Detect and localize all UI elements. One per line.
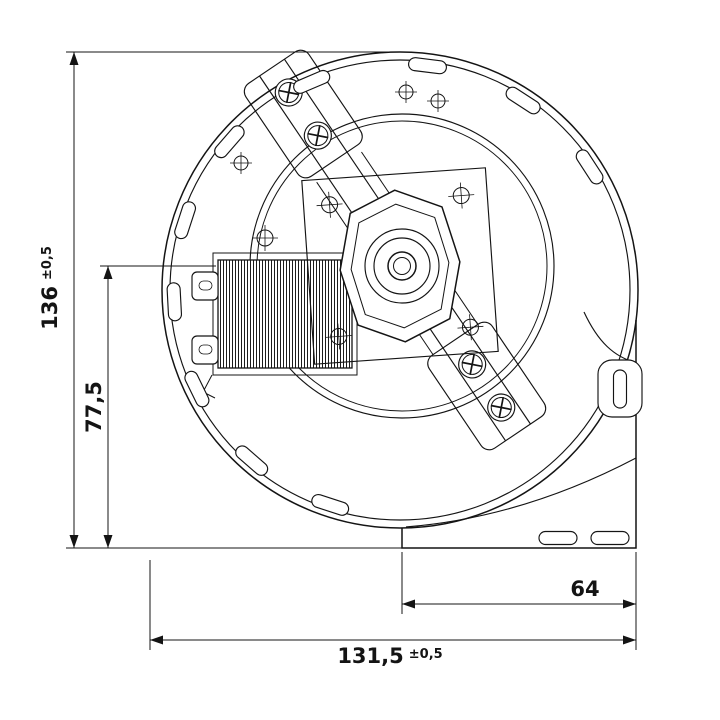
coil-winding [217, 259, 353, 369]
dim-width-tolerance: ±0,5 [409, 647, 443, 662]
vent-slot [293, 69, 331, 94]
motor-mount-hole [316, 191, 343, 218]
dim-arrow [150, 635, 163, 645]
hub-circle [373, 237, 431, 295]
dimension-annotations: 136±0,5 77,5 64 131,5±0,5 [38, 51, 637, 668]
phillips-screw [458, 350, 487, 379]
dim-arrow [103, 535, 113, 548]
stator-coil [191, 252, 358, 399]
vent-slot [311, 493, 350, 516]
outlet-tongue-curve [405, 457, 637, 528]
top-mounting-bracket [243, 49, 363, 179]
dim-axis-label: 77,5 [82, 381, 106, 433]
terminal-slot [198, 344, 213, 355]
coil-terminal-tab [191, 271, 219, 301]
dim-height-tolerance: ±0,5 [40, 246, 55, 280]
dim-arrow [402, 599, 415, 609]
outlet-duct [401, 311, 643, 549]
phillips-screw [487, 393, 516, 422]
bottom-mounting-bracket [427, 321, 547, 451]
dim-arrow [103, 266, 113, 279]
hub-boss-circle [364, 228, 440, 304]
dim-width-label: 131,5±0,5 [337, 644, 442, 668]
vent-slot [174, 201, 197, 240]
motor-lamination-square [301, 167, 499, 365]
shaft-bore [393, 257, 411, 275]
dim-arrow [623, 599, 636, 609]
shaft-hub [364, 228, 440, 304]
motor-mount-hole [457, 314, 484, 341]
vent-slot [538, 530, 578, 546]
rivet [427, 90, 449, 112]
motor-mount-hole [448, 182, 475, 209]
vent-slot [408, 57, 447, 75]
vent-slot [575, 149, 604, 185]
vent-slot [166, 282, 183, 322]
vent-slot [235, 445, 269, 476]
dim-arrow [69, 52, 79, 65]
terminal-slot [198, 280, 213, 291]
rivet [252, 225, 278, 251]
dim-arrow [69, 535, 79, 548]
dim-arrow [623, 635, 636, 645]
coil-terminal-tab [191, 335, 219, 365]
rivet [230, 152, 252, 174]
phillips-screw [303, 121, 332, 150]
dim-axis-to-base: 77,5 [82, 266, 113, 548]
vent-slot [590, 530, 630, 546]
vent-slot [214, 125, 245, 159]
vent-slot [184, 370, 210, 408]
housing-rivets [230, 81, 449, 251]
outlet-outline [401, 320, 637, 549]
vent-slots [166, 57, 630, 546]
dim-outlet-label: 64 [570, 577, 599, 601]
vent-slot [612, 369, 628, 409]
dim-overall-width: 131,5±0,5 [150, 635, 636, 668]
shaft-circle [387, 251, 417, 281]
vent-slot [505, 86, 541, 115]
motor-mount-hole [325, 323, 352, 350]
dim-height-label: 136±0,5 [38, 246, 62, 330]
rivet [395, 81, 417, 103]
dim-axis-to-outlet: 64 [402, 577, 636, 609]
dim-overall-height: 136±0,5 [38, 52, 79, 548]
bearing-shield-inner [350, 203, 450, 329]
